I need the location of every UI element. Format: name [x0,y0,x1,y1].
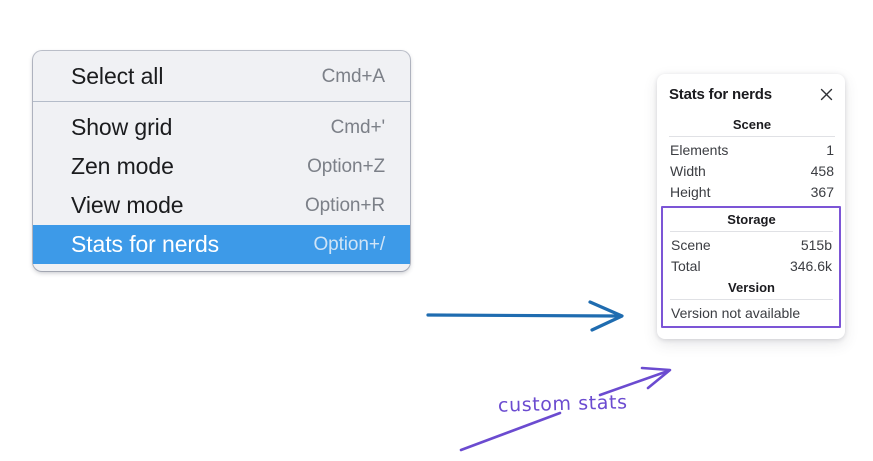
stats-row-value: 515b [800,237,832,253]
stats-row-label: Scene [671,237,711,253]
custom-stats-annotation-label: custom stats [497,391,628,417]
menu-item-zen-mode[interactable]: Zen mode Option+Z [33,147,410,186]
menu-item-shortcut: Option+/ [313,233,385,255]
scene-section-heading: Scene [732,117,772,132]
menu-item-shortcut: Cmd+A [321,65,385,87]
stats-row-label: Elements [670,142,729,158]
menu-separator [33,101,410,102]
storage-section-heading: Storage [727,212,776,227]
menu-group-2: Show grid Cmd+' Zen mode Option+Z View m… [33,108,410,264]
stats-panel-title: Stats for nerds [669,85,772,103]
stats-for-nerds-panel: Stats for nerds Scene Elements 1 Width 4… [657,74,845,339]
section-divider [669,136,835,137]
menu-item-select-all[interactable]: Select all Cmd+A [33,57,410,96]
stats-panel-header: Stats for nerds [669,85,835,103]
menu-item-label: Select all [71,63,164,89]
version-section-heading: Version [728,280,775,295]
stats-row-value: 367 [810,184,834,200]
context-menu[interactable]: Select all Cmd+A Show grid Cmd+' Zen mod… [33,51,410,271]
menu-item-label: View mode [71,192,184,218]
stats-row-storage-total: Total 346.6k [670,256,833,277]
purple-underline-annotation [459,411,562,452]
stats-row-height: Height 367 [669,182,835,203]
stats-row-width: Width 458 [669,161,835,182]
menu-item-label: Stats for nerds [71,231,220,257]
version-value: Version not available [671,305,801,321]
section-divider [670,299,833,300]
blue-arrow-annotation [426,300,624,332]
menu-item-view-mode[interactable]: View mode Option+R [33,186,410,225]
section-divider [670,231,833,232]
stats-row-elements: Elements 1 [669,140,835,161]
menu-item-shortcut: Option+Z [307,155,385,177]
menu-item-label: Show grid [71,114,173,140]
stats-row-value: 1 [826,142,834,158]
custom-stats-highlight-box: Storage Scene 515b Total 346.6k Version … [661,206,841,328]
stats-row-value: 458 [810,163,834,179]
menu-item-shortcut: Cmd+' [330,116,385,138]
stats-row-label: Total [671,258,701,274]
menu-item-label: Zen mode [71,153,174,179]
stats-row-storage-scene: Scene 515b [670,235,833,256]
menu-item-show-grid[interactable]: Show grid Cmd+' [33,108,410,147]
stats-row-value: 346.6k [789,258,832,274]
menu-item-stats-for-nerds[interactable]: Stats for nerds Option+/ [33,225,410,264]
stats-row-label: Height [670,184,711,200]
menu-item-shortcut: Option+R [305,194,385,216]
stats-row-label: Width [670,163,706,179]
close-icon[interactable] [817,85,835,103]
menu-group-1: Select all Cmd+A [33,57,410,96]
